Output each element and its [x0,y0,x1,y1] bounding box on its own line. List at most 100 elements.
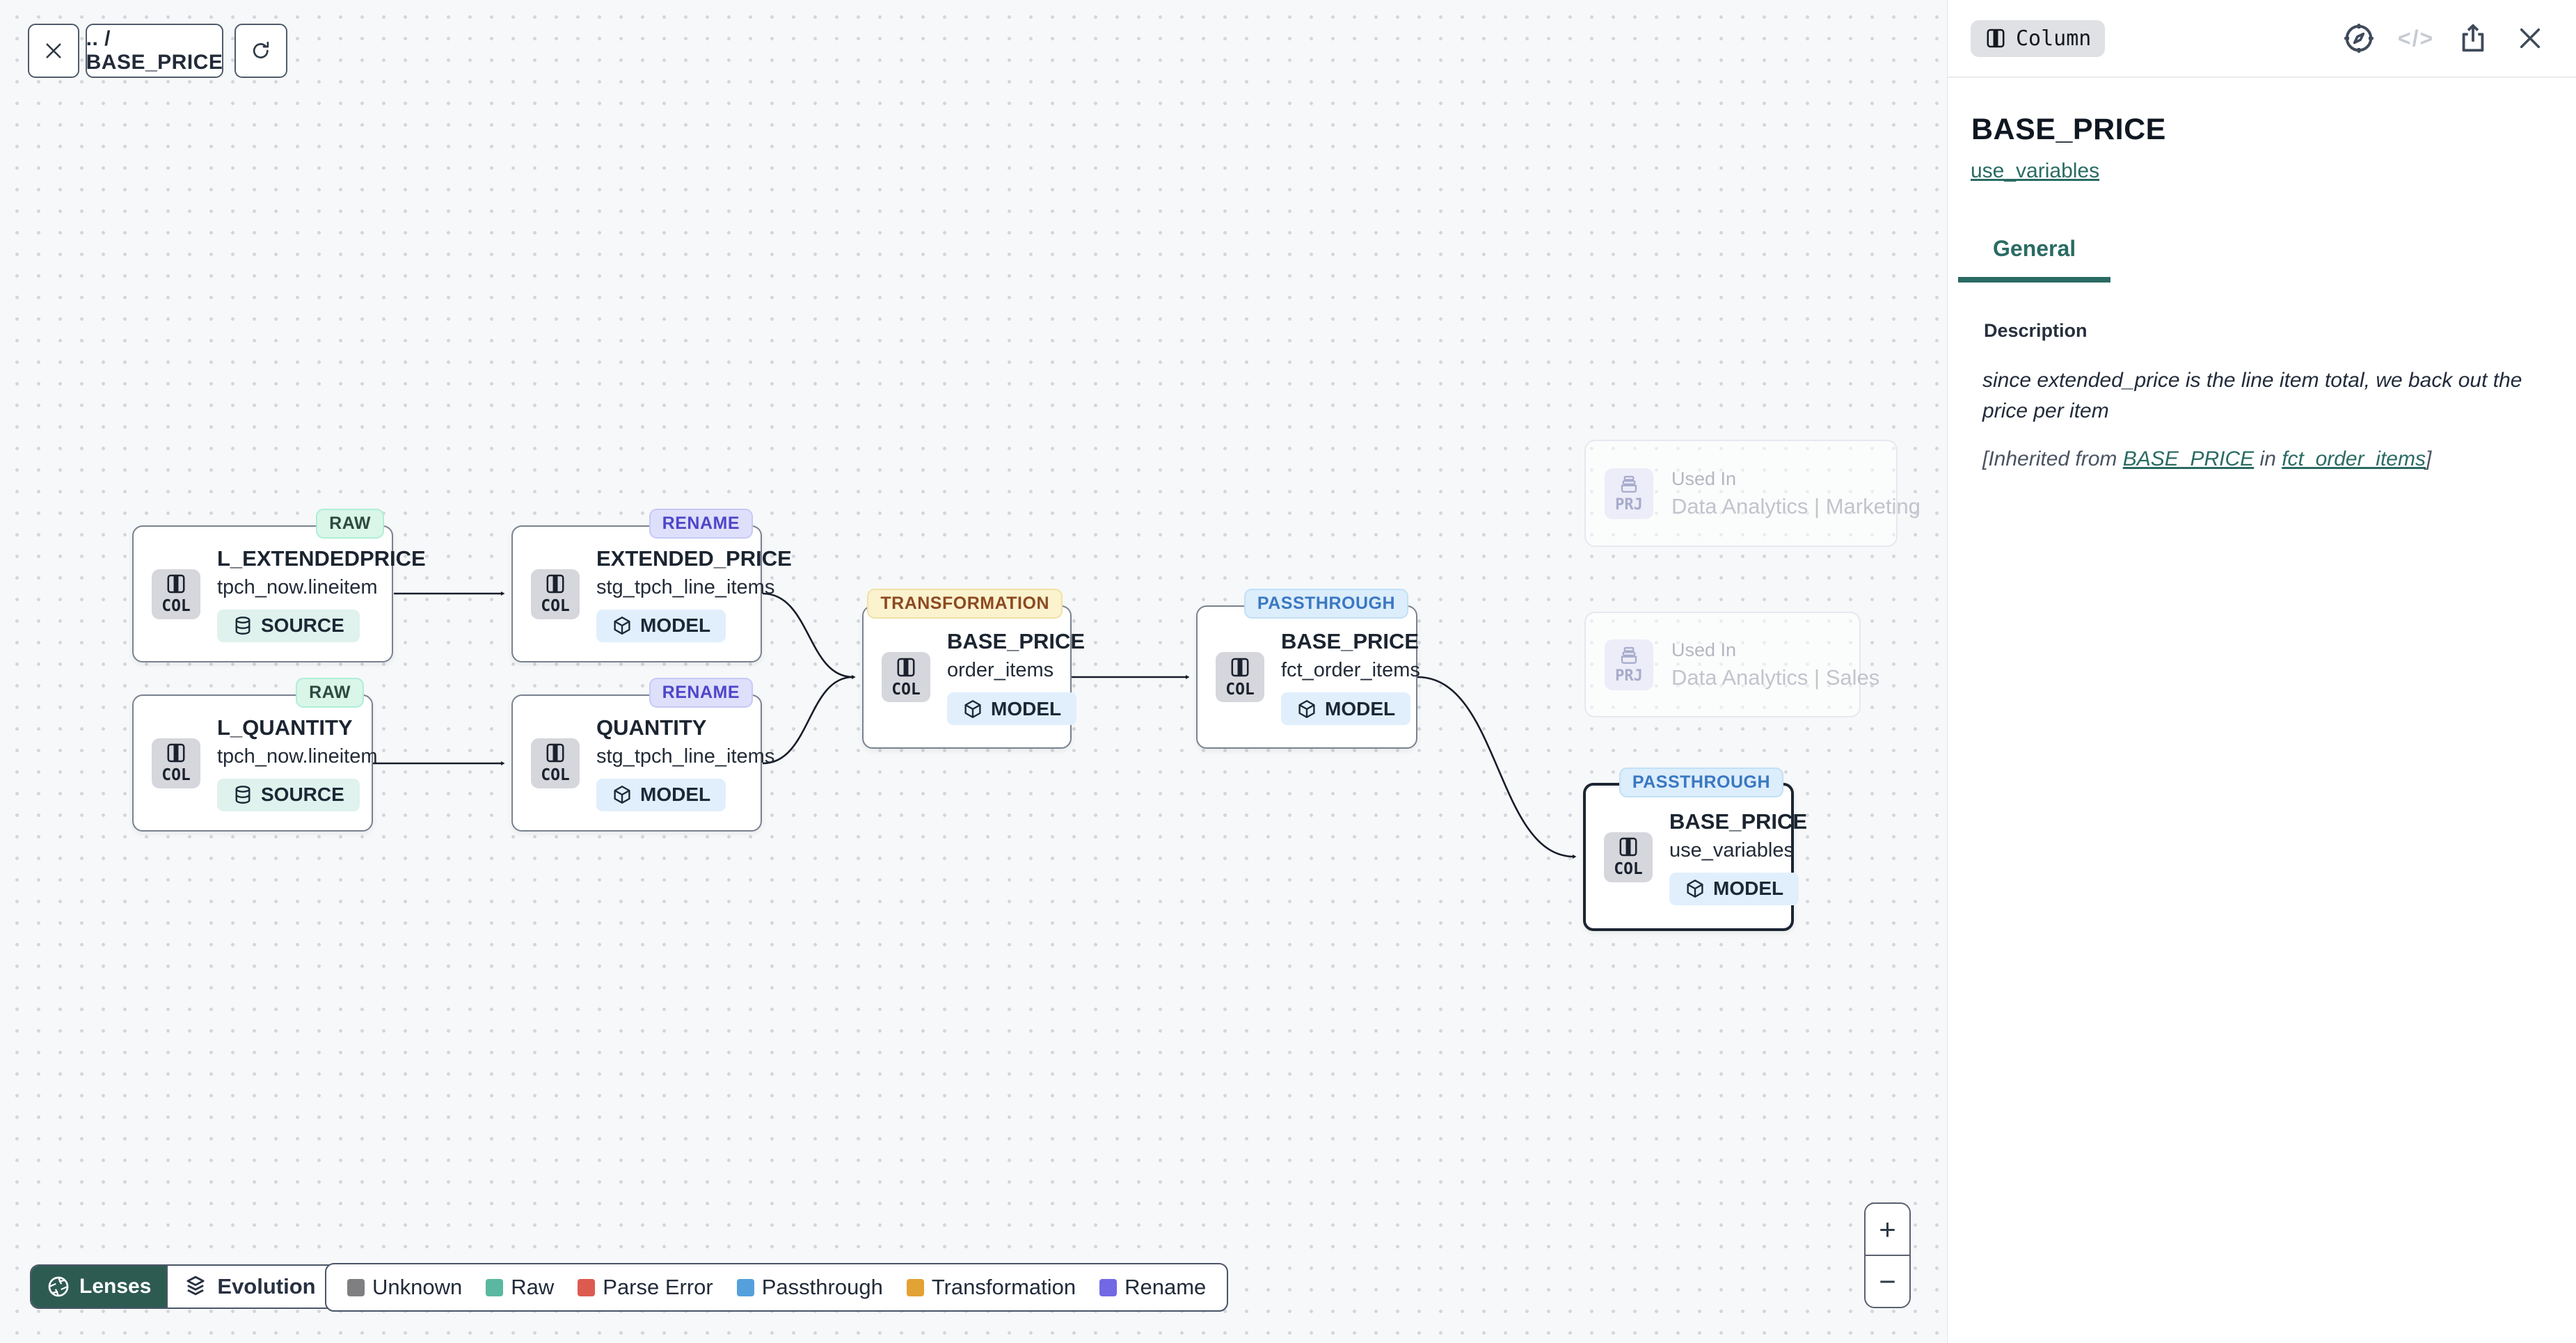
columns-icon [1985,27,2007,49]
used-in-label: Used In [1671,468,1737,489]
legend-swatch [736,1278,754,1296]
node-subtitle: stg_tpch_line_items [596,745,775,768]
columns-icon [895,656,917,678]
graph-node-l-extendedprice[interactable]: RAW COL L_EXTENDEDPRICE tpch_now.lineite… [132,509,426,662]
node-kind-badge: MODEL [1669,872,1799,905]
column-type-badge: COL [882,652,930,702]
node-tag: RAW [316,509,384,539]
cube-icon [962,699,983,720]
close-icon [2516,24,2544,52]
legend-swatch [578,1278,596,1296]
graph-node-extended-price[interactable]: RENAME COL EXTENDED_PRICE stg_tpch_line_… [511,509,792,662]
panel-header: Column </> [1948,0,2576,78]
node-title: L_EXTENDEDPRICE [217,546,426,571]
node-subtitle: order_items [947,659,1054,681]
graph-node-base-price-fct-order-items[interactable]: PASSTHROUGH COL BASE_PRICE fct_order_ite… [1196,589,1420,749]
columns-icon [165,742,187,764]
details-panel: Column </> BASE_PRICE use_variables Gene… [1947,0,2576,1343]
node-tag: RENAME [649,678,753,708]
refresh-icon [250,40,272,62]
zoom-in-button[interactable]: + [1866,1204,1909,1256]
node-kind-badge: SOURCE [217,609,360,642]
graph-node-base-price-order-items[interactable]: TRANSFORMATION COL BASE_PRICE order_item… [862,589,1085,749]
zoom-control: + − [1864,1202,1911,1308]
used-in-label: Used In [1671,639,1737,660]
columns-icon [1617,836,1639,858]
node-subtitle: fct_order_items [1281,659,1420,681]
graph-node-quantity[interactable]: RENAME COL QUANTITY stg_tpch_line_items … [511,678,774,832]
columns-icon [544,573,566,595]
node-kind-badge: MODEL [596,778,726,811]
node-tag: PASSTHROUGH [1619,768,1783,797]
graph-node-l-quantity[interactable]: RAW COL L_QUANTITY tpch_now.lineitem SOU… [132,678,378,832]
node-subtitle: use_variables [1669,839,1794,861]
cube-icon [1296,699,1317,720]
inherited-column-link[interactable]: BASE_PRICE [2122,447,2255,470]
parent-model-link[interactable]: use_variables [1971,159,2100,182]
refresh-button[interactable] [234,24,287,78]
column-type-badge: COL [152,738,200,788]
close-icon [43,40,64,61]
description-text: since extended_price is the line item to… [1982,369,2522,422]
legend-swatch [906,1278,924,1296]
columns-icon [1229,656,1251,678]
legend-item: Parse Error [578,1275,713,1300]
node-tag: RENAME [649,509,753,539]
node-title: QUANTITY [596,715,707,740]
column-type-badge: COL [531,738,580,788]
column-type-badge: COL [152,569,200,619]
node-title: EXTENDED_PRICE [596,546,792,571]
columns-icon [544,742,566,764]
tabs-divider [1948,283,2576,284]
graph-node-base-price-use-variables[interactable]: PASSTHROUGH COL BASE_PRICE use_variables… [1583,768,1807,931]
columns-icon [165,573,187,595]
share-button[interactable] [2456,22,2490,55]
node-kind-badge: MODEL [1281,692,1411,725]
tab-general[interactable]: General [1958,236,2111,283]
entity-type-badge: Column [1971,19,2106,57]
legend-swatch [486,1278,504,1296]
inherited-model-link[interactable]: fct_order_items [2282,447,2426,470]
archive-icon [1619,474,1639,495]
share-icon [2457,22,2489,54]
database-icon [232,784,253,805]
explore-lineage-button[interactable] [2342,22,2376,55]
node-kind-badge: MODEL [947,692,1077,725]
node-title: BASE_PRICE [947,629,1086,653]
inherited-note: [Inherited from BASE_PRICE in fct_order_… [1982,447,2432,470]
aperture-icon [47,1275,70,1298]
close-graph-button[interactable] [28,24,79,78]
zoom-out-button[interactable]: − [1879,1264,1896,1298]
legend-swatch [1099,1278,1118,1296]
node-tag: RAW [296,678,364,708]
legend-item: Raw [486,1275,554,1300]
breadcrumb-label: .. / BASE_PRICE [86,27,223,74]
node-subtitle: stg_tpch_line_items [596,575,775,598]
database-icon [232,615,253,636]
used-in-node-sales[interactable]: PRJ Used In Data Analytics | Sales [1584,612,1879,717]
compass-icon [2342,22,2376,55]
view-code-button[interactable]: </> [2397,25,2435,51]
project-type-badge: PRJ [1605,639,1653,690]
page-title: BASE_PRICE [1971,113,2166,146]
lenses-button[interactable]: Lenses [31,1266,167,1308]
panel-tabs: General [1948,236,2576,284]
cube-icon [612,615,633,636]
node-tag: TRANSFORMATION [867,589,1063,619]
column-type-badge: COL [1216,652,1264,702]
close-panel-button[interactable] [2513,22,2547,55]
node-title: L_QUANTITY [217,715,353,740]
used-in-node-marketing[interactable]: PRJ Used In Data Analytics | Marketing [1584,440,1921,547]
node-title: BASE_PRICE [1281,629,1420,653]
legend-item: Rename [1099,1275,1206,1300]
legend-item: Transformation [906,1275,1076,1300]
legend-swatch [347,1278,365,1296]
used-in-title: Data Analytics | Sales [1671,665,1880,690]
node-tag: PASSTHROUGH [1243,589,1408,619]
breadcrumb[interactable]: .. / BASE_PRICE [86,24,223,78]
node-subtitle: tpch_now.lineitem [217,575,378,598]
cube-icon [1685,878,1706,899]
lenses-control: Lenses Evolution [30,1264,363,1309]
lineage-canvas[interactable]: .. / BASE_PRICE RAW COL L_EXTENDEDPRICE … [0,0,1947,1343]
column-type-badge: COL [1604,832,1653,882]
